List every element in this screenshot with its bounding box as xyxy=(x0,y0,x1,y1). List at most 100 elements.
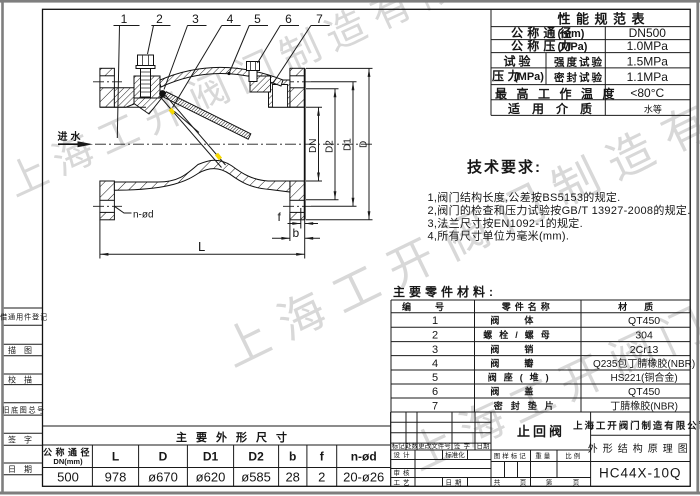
svg-text:公称压力: 公称压力 xyxy=(511,38,576,53)
svg-text:旧底图总号: 旧底图总号 xyxy=(2,405,45,414)
svg-text:20-ø26: 20-ø26 xyxy=(343,470,384,485)
svg-text:页: 页 xyxy=(520,479,527,487)
svg-text:借通用件登记: 借通用件登记 xyxy=(0,313,48,322)
svg-text:6: 6 xyxy=(285,12,292,26)
svg-text:4,所有尺寸单位为毫米(mm).: 4,所有尺寸单位为毫米(mm). xyxy=(428,229,570,243)
svg-text:6: 6 xyxy=(432,386,438,398)
svg-text:b: b xyxy=(293,226,300,240)
svg-text:3: 3 xyxy=(192,12,199,26)
svg-text:阀体: 阀体 xyxy=(490,315,558,326)
svg-text:2: 2 xyxy=(318,470,325,485)
svg-text:7: 7 xyxy=(316,12,323,26)
svg-text:HS221(铜合金): HS221(铜合金) xyxy=(610,371,677,384)
svg-text:主要外形尺寸: 主要外形尺寸 xyxy=(176,430,296,444)
svg-text:阀盖: 阀盖 xyxy=(490,386,558,397)
svg-text:978: 978 xyxy=(105,470,127,485)
svg-text:日期: 日期 xyxy=(8,465,40,474)
svg-text:2Cr13: 2Cr13 xyxy=(630,344,659,356)
svg-text:螺栓/螺母: 螺栓/螺母 xyxy=(483,329,557,340)
svg-text:1.5MPa: 1.5MPa xyxy=(627,55,669,69)
svg-text:页: 页 xyxy=(573,479,580,487)
svg-text:ø670: ø670 xyxy=(148,470,178,485)
svg-text:500: 500 xyxy=(57,470,79,485)
svg-text:DN: DN xyxy=(308,139,319,153)
svg-text:D1: D1 xyxy=(203,449,219,463)
svg-text:<80°C: <80°C xyxy=(630,86,664,100)
svg-text:L: L xyxy=(198,239,205,254)
svg-text:零件名称: 零件名称 xyxy=(501,301,554,312)
svg-text:上海工开阀门制造有限公司: 上海工开阀门制造有限公司 xyxy=(573,420,700,432)
svg-text:图样标记: 图样标记 xyxy=(494,451,528,460)
svg-text:b: b xyxy=(289,449,296,463)
svg-text:校描: 校描 xyxy=(8,375,40,385)
svg-text:共: 共 xyxy=(494,478,501,487)
svg-text:f: f xyxy=(278,210,282,224)
svg-text:编号: 编号 xyxy=(402,301,468,312)
svg-text:工艺: 工艺 xyxy=(394,479,413,487)
svg-text:304: 304 xyxy=(635,329,653,341)
svg-text:n-ød: n-ød xyxy=(351,449,377,463)
svg-text:1,阀门结构长度,公差按BS5153的规定.: 1,阀门结构长度,公差按BS5153的规定. xyxy=(428,190,621,204)
svg-text:4: 4 xyxy=(227,12,234,26)
svg-text:止回阀: 止回阀 xyxy=(517,424,565,439)
svg-text:5: 5 xyxy=(254,12,261,26)
svg-text:主要零件材料:: 主要零件材料: xyxy=(393,284,497,299)
svg-text:n-ød: n-ød xyxy=(133,210,154,221)
svg-text:4: 4 xyxy=(432,358,438,370)
svg-text:日期: 日期 xyxy=(446,479,465,487)
svg-text:强度试验: 强度试验 xyxy=(554,56,604,69)
svg-text:描图: 描图 xyxy=(8,345,40,355)
svg-text:密封垫片: 密封垫片 xyxy=(493,400,562,411)
svg-text:性能规范表: 性能规范表 xyxy=(558,12,651,27)
svg-text:审核: 审核 xyxy=(394,468,413,477)
svg-text:压力: 压力 xyxy=(492,68,523,83)
svg-text:2: 2 xyxy=(432,329,438,341)
svg-text:阀销: 阀销 xyxy=(490,343,558,354)
svg-text:3,法兰尺寸按EN1092-1的规定.: 3,法兰尺寸按EN1092-1的规定. xyxy=(428,216,583,230)
svg-text:L: L xyxy=(112,449,119,463)
svg-text:公称通径: 公称通径 xyxy=(43,447,93,458)
svg-text:(MPa): (MPa) xyxy=(514,71,544,83)
svg-text:更改文件号: 更改文件号 xyxy=(418,441,451,450)
svg-text:材质: 材质 xyxy=(617,301,670,312)
svg-text:阀瓣: 阀瓣 xyxy=(490,357,558,368)
svg-text:ø585: ø585 xyxy=(241,470,271,485)
svg-text:设计: 设计 xyxy=(394,450,413,459)
svg-text:签字: 签字 xyxy=(8,434,40,444)
svg-text:1: 1 xyxy=(432,315,438,327)
svg-text:D1: D1 xyxy=(343,138,354,151)
svg-text:水等: 水等 xyxy=(644,104,662,115)
svg-text:D2: D2 xyxy=(325,140,336,153)
svg-text:日期: 日期 xyxy=(477,442,491,450)
svg-text:技术要求:: 技术要求: xyxy=(467,158,542,176)
svg-text:1: 1 xyxy=(121,12,128,26)
svg-text:DN(mm): DN(mm) xyxy=(53,457,83,466)
svg-text:公称通径: 公称通径 xyxy=(511,25,576,40)
svg-text:2,阀门的检查和压力试验按GB/T 13927-2008的规: 2,阀门的检查和压力试验按GB/T 13927-2008的规定. xyxy=(428,203,691,217)
svg-text:5: 5 xyxy=(432,372,438,384)
svg-text:QT450: QT450 xyxy=(628,315,660,327)
svg-text:DN500: DN500 xyxy=(629,26,667,40)
svg-text:最高工作温度: 最高工作温度 xyxy=(495,86,624,101)
svg-text:3: 3 xyxy=(432,344,438,356)
svg-text:(MPa): (MPa) xyxy=(558,41,588,53)
svg-text:试验: 试验 xyxy=(503,54,533,69)
svg-text:D: D xyxy=(359,141,370,148)
svg-text:28: 28 xyxy=(285,470,299,485)
svg-text:标准化: 标准化 xyxy=(445,450,465,459)
svg-text:第: 第 xyxy=(546,478,553,487)
svg-text:D2: D2 xyxy=(248,449,264,463)
svg-text:比例: 比例 xyxy=(565,451,582,460)
svg-text:进水: 进水 xyxy=(58,130,84,143)
svg-text:f: f xyxy=(320,449,325,463)
svg-text:QT450: QT450 xyxy=(628,386,660,398)
svg-text:适用介质: 适用介质 xyxy=(508,101,604,116)
svg-text:(mm): (mm) xyxy=(558,28,585,40)
svg-text:1.1MPa: 1.1MPa xyxy=(627,70,669,84)
svg-text:7: 7 xyxy=(432,401,438,413)
svg-text:标记: 标记 xyxy=(392,441,406,450)
svg-text:阀座(堆): 阀座(堆) xyxy=(488,372,556,383)
svg-text:HC44X-10Q: HC44X-10Q xyxy=(599,466,682,481)
svg-text:Q235包丁腈橡胶(NBR): Q235包丁腈橡胶(NBR) xyxy=(593,357,695,370)
svg-text:1.0MPa: 1.0MPa xyxy=(627,39,669,53)
